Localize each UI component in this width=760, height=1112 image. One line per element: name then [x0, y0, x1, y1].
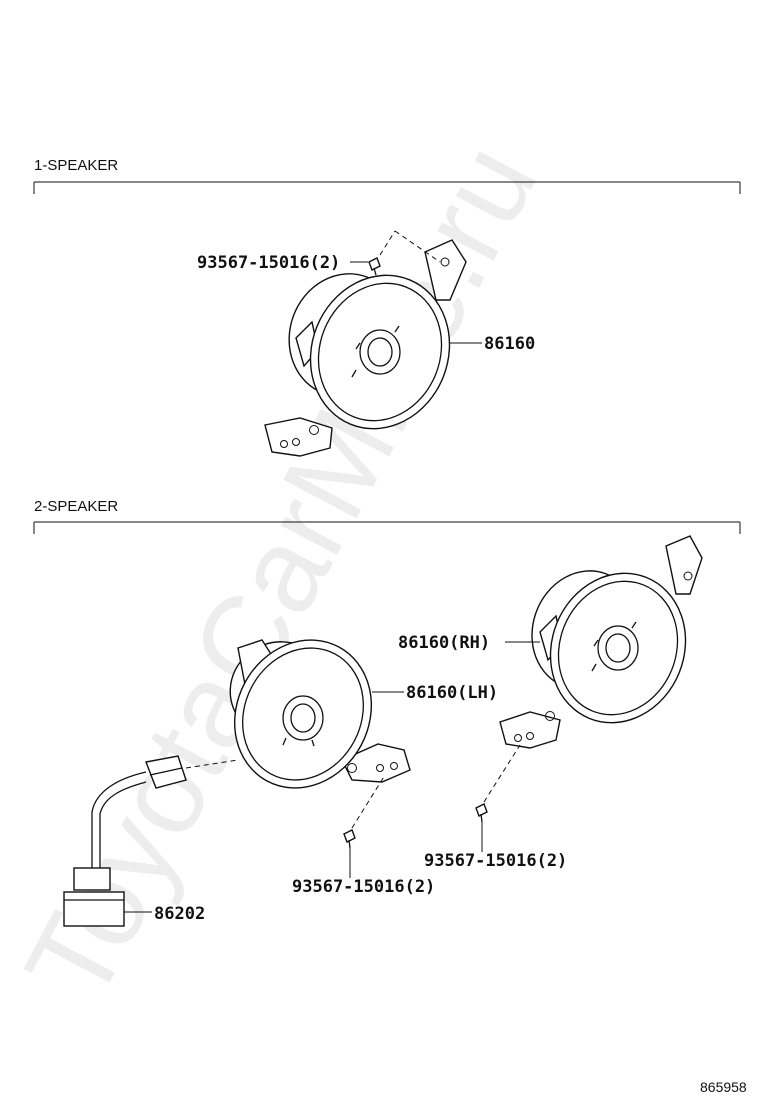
screw-93567-s2-right-illustration	[475, 744, 521, 823]
section-bracket-2	[33, 521, 741, 534]
label-screw-s2-left: 93567-15016(2)	[292, 877, 435, 897]
label-speaker-86160: 86160	[484, 334, 535, 354]
label-speaker-86160-rh: 86160(RH)	[398, 633, 490, 653]
label-screw-s1: 93567-15016(2)	[197, 253, 340, 273]
screw-93567-s1-illustration	[368, 230, 441, 276]
label-screw-s2-right: 93567-15016(2)	[424, 851, 567, 871]
diagram-ref-number: 865958	[700, 1079, 747, 1095]
screw-93567-s2-left-illustration	[343, 774, 386, 849]
speaker-86160-illustration	[264, 239, 467, 457]
section-bracket-1	[33, 181, 741, 194]
section-title-1: 1-SPEAKER	[34, 157, 118, 174]
speaker-86160-lh-illustration	[229, 639, 411, 789]
connector-86202-illustration	[63, 755, 239, 927]
section-title-2: 2-SPEAKER	[34, 498, 118, 515]
label-speaker-86160-lh: 86160(LH)	[406, 683, 498, 703]
label-connector-86202: 86202	[154, 904, 205, 924]
speaker-86160-rh-illustration	[499, 535, 703, 749]
